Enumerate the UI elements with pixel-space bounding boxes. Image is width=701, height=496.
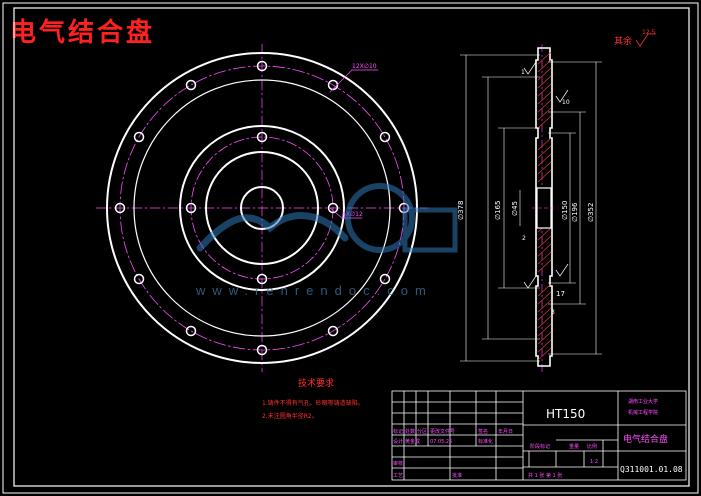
tb-header-change: 更改文件号 xyxy=(430,428,455,435)
hole-note-side: 4X∅12 xyxy=(342,211,363,218)
tb-stage: 阶段标记 xyxy=(530,443,550,450)
dim-small-10: 10 xyxy=(562,99,570,106)
tb-std: 标准化 xyxy=(478,438,493,445)
roughness-icon xyxy=(635,33,656,47)
tech-req-heading: 技术要求 xyxy=(298,377,334,389)
tb-label-review: 审核 xyxy=(393,460,403,467)
tb-label-process: 工艺 xyxy=(393,473,403,479)
tech-req-item-1: 1.铸件不得有气孔、砂眼等铸造缺陷。 xyxy=(262,399,364,407)
dim-165: ∅165 xyxy=(494,201,502,220)
dim-small-2: 2 xyxy=(522,235,526,242)
outer-bolt-hole xyxy=(256,344,268,356)
tb-drawing-no: Q311001.01.08 xyxy=(620,465,683,474)
tb-part-name: 电气结合盘 xyxy=(623,433,668,445)
tb-approve: 批准 xyxy=(452,472,462,479)
section-hatching xyxy=(537,51,552,361)
outer-bolt-hole xyxy=(327,79,339,91)
side-view: ∅378 ∅165 ∅45 ∅150 ∅196 ∅352 1 17 3 2 10 xyxy=(457,44,602,372)
watermark-url: www.renrendoc.com xyxy=(196,283,433,298)
tb-sheet: 共 1 张 第 1 张 xyxy=(528,472,562,479)
inner-bolt-hole xyxy=(256,131,268,143)
tb-header-date: 年月日 xyxy=(498,428,513,435)
dim-150: ∅150 xyxy=(561,201,569,220)
dim-small-3: 3 xyxy=(551,309,555,316)
outer-bolt-hole xyxy=(327,325,339,337)
dim-small-17: 17 xyxy=(556,290,565,298)
inner-bolt-holes xyxy=(185,131,339,285)
center-bore-circle xyxy=(240,186,284,230)
roughness-symbols xyxy=(523,61,569,289)
hub-bolt-circle xyxy=(190,136,334,280)
hub-inner-circle xyxy=(205,151,319,265)
outer-bolt-hole xyxy=(185,79,197,91)
section-outline xyxy=(535,47,553,367)
drawing-title: 电气结合盘 xyxy=(10,18,156,48)
tb-date: 07.05.25 xyxy=(430,439,452,445)
outer-bolt-hole xyxy=(133,131,145,143)
inner-rim-circle xyxy=(133,79,391,337)
tb-school-2: 机械工程学院 xyxy=(628,409,658,416)
inner-frame xyxy=(13,7,690,487)
tb-label-design: 设计 xyxy=(393,438,403,445)
inner-bolt-hole xyxy=(327,202,339,214)
outer-bolt-hole xyxy=(185,325,197,337)
tb-material: HT150 xyxy=(546,407,585,421)
outer-bolt-hole xyxy=(379,273,391,285)
outer-bolt-hole xyxy=(379,131,391,143)
inner-bolt-hole xyxy=(185,202,197,214)
outer-bolt-holes xyxy=(114,60,410,356)
tb-header-count: 处数 xyxy=(405,428,415,435)
title-block xyxy=(391,390,687,481)
dim-small-1: 1 xyxy=(521,69,525,76)
tb-designer: 黄金成 xyxy=(405,438,420,445)
tb-scale: 1:2 xyxy=(590,459,598,465)
tb-header-sign: 签名 xyxy=(478,428,488,435)
dimension-lines xyxy=(460,54,602,362)
inner-bolt-hole xyxy=(256,273,268,285)
hole-note-top: 12X∅10 xyxy=(352,63,377,70)
tb-header-mark: 标记 xyxy=(393,428,403,435)
tech-req-item-2: 2.未注圆角半径R2。 xyxy=(262,412,318,420)
front-view: 12X∅10 4X∅12 xyxy=(95,43,429,373)
dim-378: ∅378 xyxy=(457,201,465,220)
tb-scale-label: 比例 xyxy=(587,443,597,450)
outer-bolt-hole xyxy=(114,202,126,214)
roughness-value: 12.5 xyxy=(642,29,656,36)
tb-school-1: 湖南工业大学 xyxy=(628,398,658,405)
roughness-label: 其余 xyxy=(614,35,632,47)
watermark-logo xyxy=(196,183,458,253)
dim-352: ∅352 xyxy=(587,203,595,222)
hub-outer-circle xyxy=(179,125,345,291)
tb-weight: 重量 xyxy=(569,443,579,450)
dim-45: ∅45 xyxy=(511,201,519,216)
tb-header-zone: 分区 xyxy=(417,428,427,435)
outer-bolt-hole xyxy=(256,60,268,72)
dim-196: ∅196 xyxy=(571,202,579,222)
outer-bolt-hole xyxy=(133,273,145,285)
